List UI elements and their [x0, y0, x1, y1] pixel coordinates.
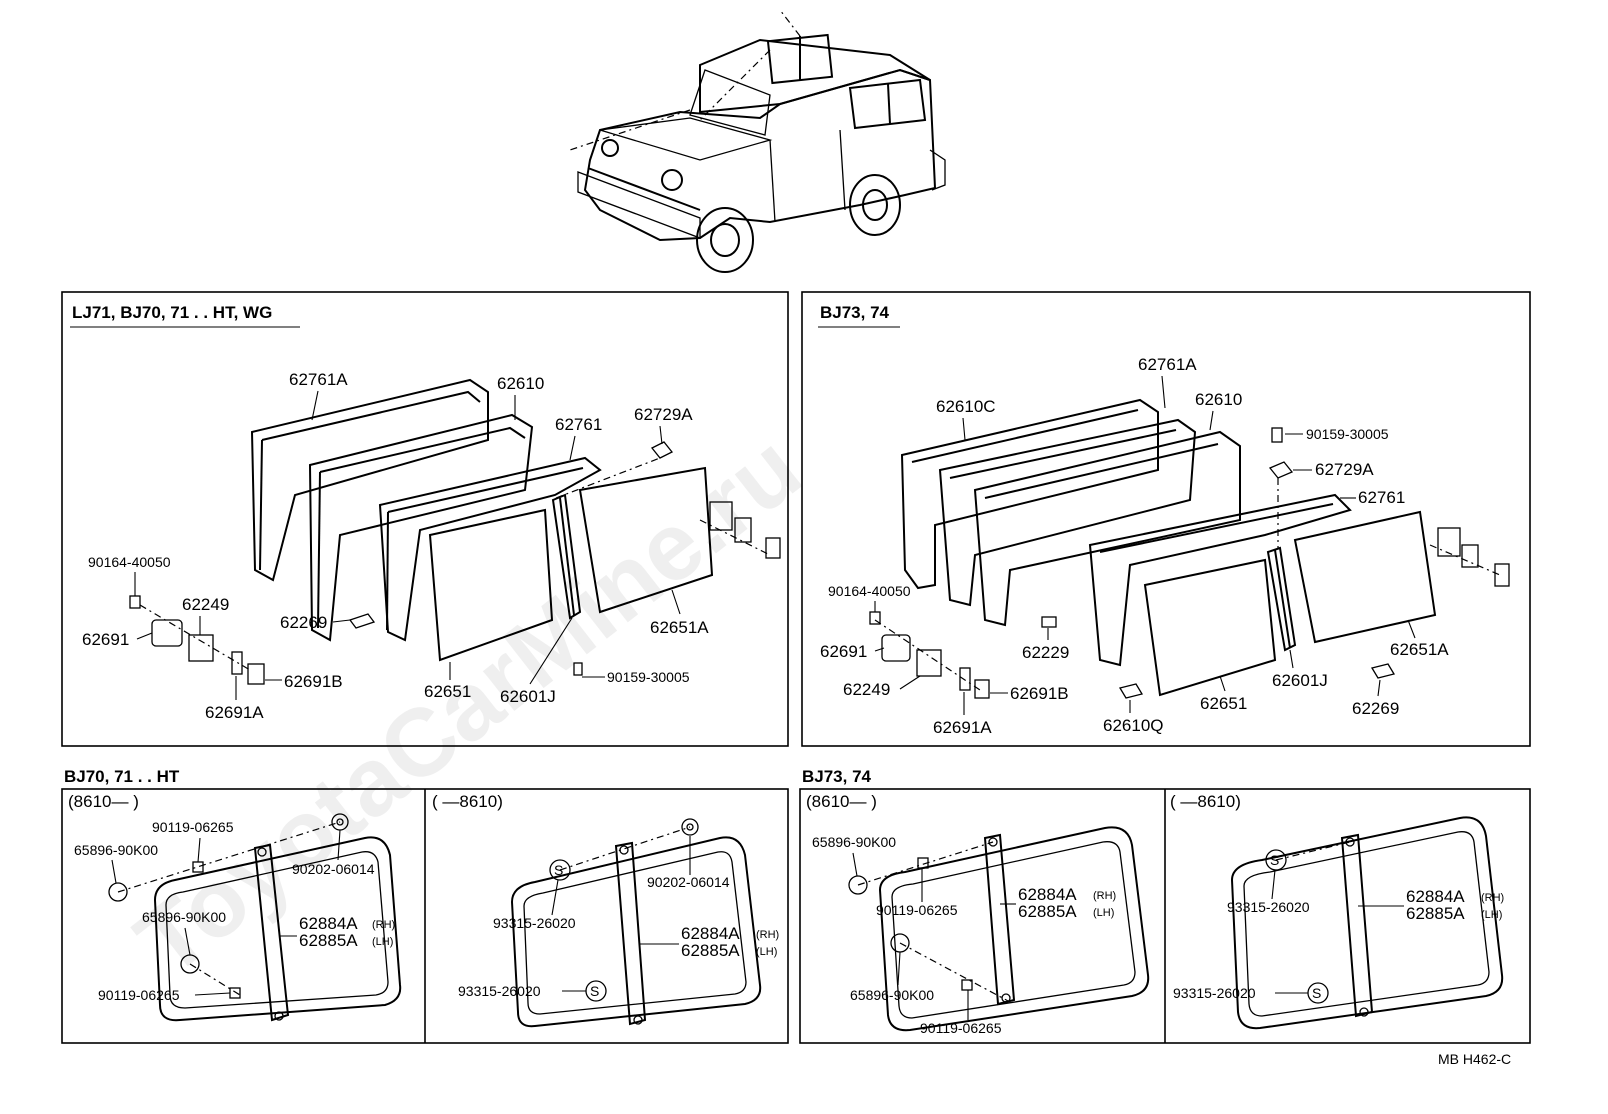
br-right-labels: 93315-26020 62884A (RH) 62885A (LH) 9331… — [1173, 869, 1504, 1001]
label-62884A: 62884A — [299, 914, 358, 933]
br-right-range: ( —8610) — [1170, 792, 1241, 811]
br-left-range: (8610— ) — [806, 792, 877, 811]
label-90202-06014: 90202-06014 — [647, 874, 730, 890]
label-62229: 62229 — [1022, 643, 1069, 662]
label-lh: (LH) — [756, 946, 777, 958]
s-marker: S — [590, 983, 599, 999]
label-lh: (LH) — [372, 936, 393, 948]
label-62610Q: 62610Q — [1103, 716, 1164, 735]
label-90202-06014: 90202-06014 — [292, 861, 375, 877]
label-62601J: 62601J — [1272, 671, 1328, 690]
bl-left-range: (8610— ) — [68, 792, 139, 811]
labels-tr: 62761A 62610C 62610 90159-30005 62729A 6… — [820, 355, 1449, 737]
label-90159-30005: 90159-30005 — [607, 669, 690, 685]
label-62651A: 62651A — [650, 618, 709, 637]
label-65896-90K00-a: 65896-90K00 — [812, 834, 896, 850]
label-62761: 62761 — [555, 415, 602, 434]
label-62651: 62651 — [424, 682, 471, 701]
label-62651A: 62651A — [1390, 640, 1449, 659]
label-62691: 62691 — [82, 630, 129, 649]
label-62691: 62691 — [820, 642, 867, 661]
label-62729A: 62729A — [634, 405, 693, 424]
panel-tl: LJ71, BJ70, 71 . . HT, WG — [70, 303, 781, 722]
label-62691B: 62691B — [284, 672, 343, 691]
label-93315-26020-a: 93315-26020 — [1227, 899, 1310, 915]
label-62884A: 62884A — [1406, 887, 1465, 906]
label-62269: 62269 — [280, 613, 327, 632]
label-lh: (LH) — [1093, 907, 1114, 919]
bl-right-labels: 90202-06014 93315-26020 62884A (RH) 6288… — [458, 836, 779, 999]
label-65896-90K00-b: 65896-90K00 — [850, 987, 934, 1003]
label-62601J: 62601J — [500, 687, 556, 706]
label-93315-26020-b: 93315-26020 — [458, 983, 541, 999]
label-65896-90K00-b: 65896-90K00 — [142, 909, 226, 925]
label-62691A: 62691A — [933, 718, 992, 737]
label-62651: 62651 — [1200, 694, 1247, 713]
label-62761A: 62761A — [289, 370, 348, 389]
label-90164-40050: 90164-40050 — [88, 554, 171, 570]
label-62249: 62249 — [182, 595, 229, 614]
label-62610: 62610 — [497, 374, 544, 393]
labels-tl: 62761A 62610 62761 62729A 90164-40050 62… — [82, 370, 709, 722]
panel-tr: BJ73, 74 — [818, 303, 1510, 737]
label-62885A: 62885A — [1406, 904, 1465, 923]
footer-code: MB H462-C — [1438, 1051, 1511, 1067]
label-62761: 62761 — [1358, 488, 1405, 507]
label-62610C: 62610C — [936, 397, 996, 416]
panel-bl-header: BJ70, 71 . . HT — [64, 767, 180, 786]
panel-tl-header: LJ71, BJ70, 71 . . HT, WG — [72, 303, 272, 322]
label-93315-26020-b: 93315-26020 — [1173, 985, 1256, 1001]
label-90164-40050: 90164-40050 — [828, 583, 911, 599]
label-62610: 62610 — [1195, 390, 1242, 409]
panel-br-header: BJ73, 74 — [802, 767, 872, 786]
vehicle-illustration — [569, 9, 946, 273]
label-62884A: 62884A — [681, 924, 740, 943]
label-62885A: 62885A — [681, 941, 740, 960]
label-93315-26020-a: 93315-26020 — [493, 915, 576, 931]
label-62691A: 62691A — [205, 703, 264, 722]
label-rh: (RH) — [372, 919, 395, 931]
label-rh: (RH) — [756, 929, 779, 941]
bl-left-labels: 90119-06265 65896-90K00 90202-06014 6589… — [74, 819, 395, 1003]
panel-br: BJ73, 74 (8610— ) 65896-90K00 90119-0626… — [802, 767, 1504, 1036]
label-62729A: 62729A — [1315, 460, 1374, 479]
br-left-drawing — [848, 826, 1150, 1032]
label-65896-90K00-a: 65896-90K00 — [74, 842, 158, 858]
label-62249: 62249 — [843, 680, 890, 699]
label-lh: (LH) — [1481, 909, 1502, 921]
label-90119-06265-b: 90119-06265 — [98, 987, 180, 1003]
panel-tr-header: BJ73, 74 — [820, 303, 890, 322]
label-90119-06265-b: 90119-06265 — [920, 1020, 1002, 1036]
label-rh: (RH) — [1481, 892, 1504, 904]
window-frame-stack-tr — [900, 398, 1437, 697]
label-62885A: 62885A — [299, 931, 358, 950]
bl-right-range: ( —8610) — [432, 792, 503, 811]
panel-tl-frame — [61, 291, 789, 747]
label-rh: (RH) — [1093, 890, 1116, 902]
label-62269: 62269 — [1352, 699, 1399, 718]
label-90119-06265-a: 90119-06265 — [152, 819, 234, 835]
label-90119-06265-a: 90119-06265 — [876, 902, 958, 918]
label-62691B: 62691B — [1010, 684, 1069, 703]
bl-right-drawing: S S — [510, 818, 762, 1028]
br-left-labels: 65896-90K00 90119-06265 62884A (RH) 6288… — [812, 834, 1116, 1036]
panel-bl: BJ70, 71 . . HT (8610— ) 90119-06265 658… — [64, 767, 779, 1028]
s-marker: S — [1312, 985, 1321, 1001]
label-90159-30005: 90159-30005 — [1306, 426, 1389, 442]
label-62884A: 62884A — [1018, 885, 1077, 904]
hardware-tr — [869, 427, 1510, 699]
label-62885A: 62885A — [1018, 902, 1077, 921]
panel-tr-frame — [801, 291, 1531, 747]
s-marker: S — [1270, 852, 1279, 868]
window-frame-stack — [250, 378, 714, 662]
s-marker: S — [554, 862, 563, 878]
label-62761A: 62761A — [1138, 355, 1197, 374]
